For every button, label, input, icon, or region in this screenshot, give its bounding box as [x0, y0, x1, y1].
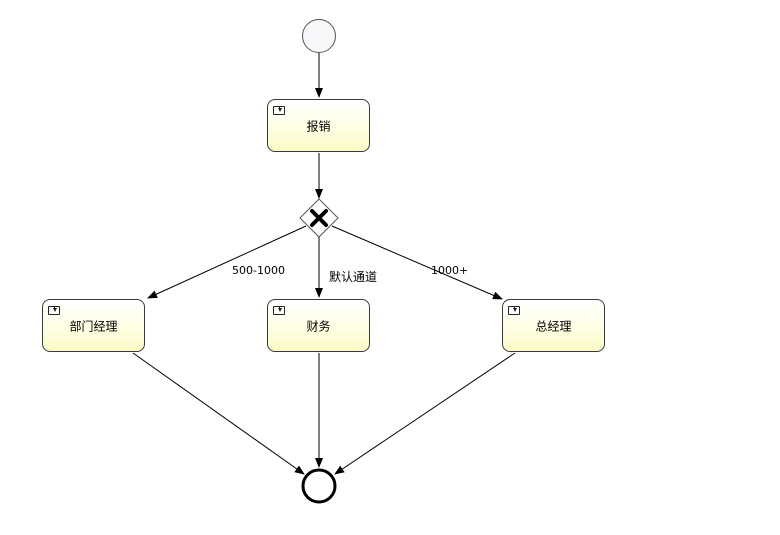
user-task-icon	[273, 106, 285, 115]
flow-dept-manager-to-end[interactable]	[132, 352, 305, 475]
flow-label-1000-plus: 1000+	[431, 264, 469, 277]
start-event[interactable]	[302, 19, 336, 53]
task-baoxiao[interactable]: 报销	[267, 99, 370, 152]
user-task-icon	[273, 306, 285, 315]
task-label: 报销	[306, 119, 331, 133]
flow-general-manager-to-end[interactable]	[334, 352, 516, 475]
flow-label-500-1000: 500-1000	[232, 264, 285, 277]
task-label: 财务	[306, 319, 331, 333]
end-event[interactable]	[301, 468, 337, 504]
user-task-icon	[48, 306, 60, 315]
task-dept-manager[interactable]: 部门经理	[42, 299, 145, 352]
user-task-icon	[508, 306, 520, 315]
task-general-manager[interactable]: 总经理	[502, 299, 605, 352]
task-finance[interactable]: 财务	[267, 299, 370, 352]
gateway-x-icon	[310, 209, 328, 227]
task-label: 部门经理	[69, 319, 118, 333]
flow-gateway-to-dept-manager[interactable]	[147, 225, 307, 299]
exclusive-gateway[interactable]	[299, 198, 339, 238]
task-label: 总经理	[535, 319, 572, 333]
flow-label-default: 默认通道	[329, 270, 378, 284]
flow-gateway-to-general-manager[interactable]	[331, 225, 503, 300]
